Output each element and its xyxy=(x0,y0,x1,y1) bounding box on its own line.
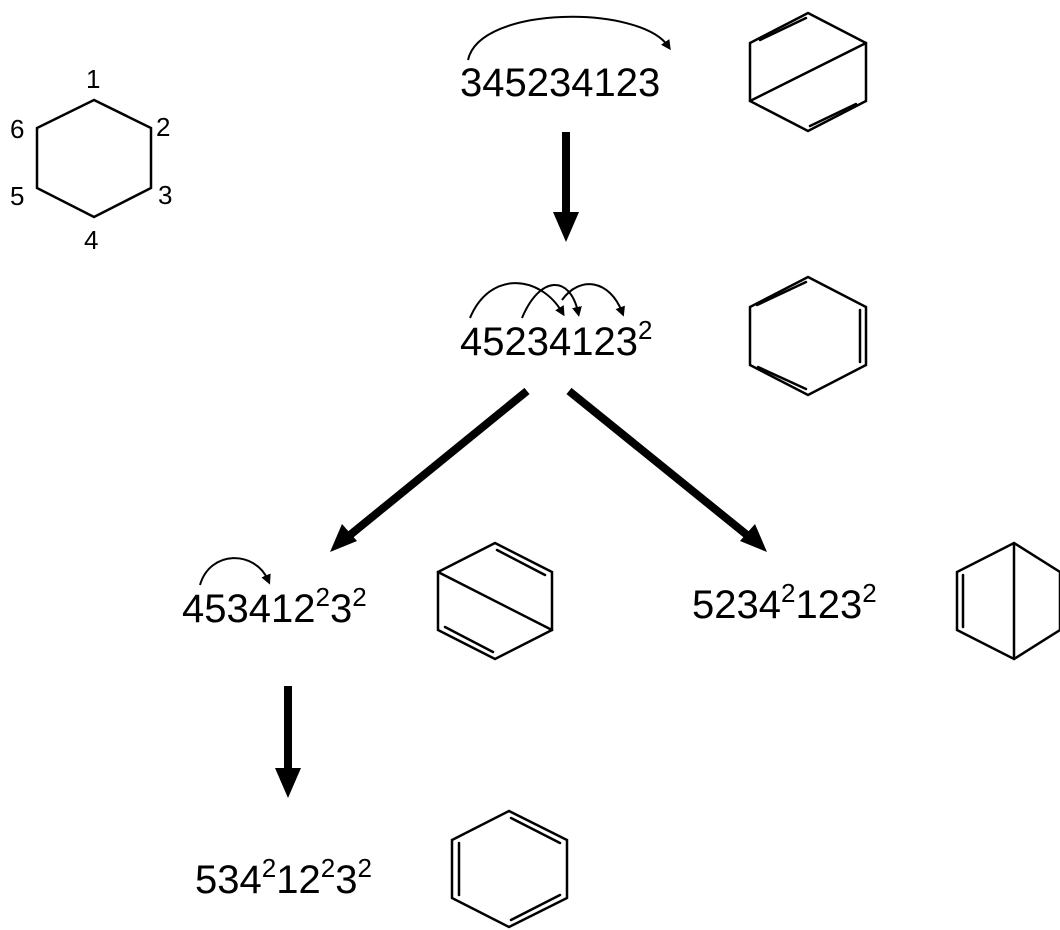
sequence-digits: 123 xyxy=(795,583,862,627)
sequence-digits: 5234 xyxy=(692,583,781,627)
superscript: 2 xyxy=(315,582,329,612)
sequence-label-4: 523421232 xyxy=(692,578,877,627)
shift-arrow xyxy=(561,283,625,317)
shift-arrow xyxy=(521,284,582,319)
sequence-label-2: 452341232 xyxy=(460,315,652,364)
sequence-digits: 534 xyxy=(195,858,262,902)
ring-label-2: 2 xyxy=(156,112,170,142)
ring-label-1: 1 xyxy=(86,64,100,94)
node-2: 452341232 xyxy=(460,275,868,397)
shift-arrow xyxy=(467,15,671,61)
sequence-digits: 345234123 xyxy=(460,61,660,105)
structure-5 xyxy=(450,809,569,929)
arrow-n3-n5 xyxy=(275,686,301,798)
superscript: 2 xyxy=(321,853,335,883)
superscript: 2 xyxy=(638,315,652,345)
sequence-digits: 45341 xyxy=(182,587,293,631)
sequence-label-5: 534212232 xyxy=(195,853,372,902)
ring-label-4: 4 xyxy=(84,225,98,255)
arrow-n1-n2 xyxy=(553,132,579,242)
structure-2 xyxy=(748,275,868,397)
node-1: 345234123 xyxy=(460,11,868,133)
reference-ring xyxy=(35,98,153,219)
ring-label-3: 3 xyxy=(158,180,172,210)
sequence-digits: 2 xyxy=(293,587,315,631)
superscript: 2 xyxy=(262,853,276,883)
arrow-n2-n4 xyxy=(566,387,767,552)
node-3: 453412232 xyxy=(182,541,554,661)
superscript: 2 xyxy=(357,853,371,883)
superscript: 2 xyxy=(862,578,876,608)
node-5: 534212232 xyxy=(195,809,569,929)
superscript: 2 xyxy=(352,582,366,612)
sequence-label-1: 345234123 xyxy=(460,61,660,105)
structure-1 xyxy=(748,11,868,133)
sequence-digits: 3 xyxy=(330,587,352,631)
superscript: 2 xyxy=(781,578,795,608)
numbered-hexagon: 1 2 3 4 5 6 xyxy=(10,64,172,255)
ring-label-5: 5 xyxy=(10,181,24,211)
sequence-label-3: 453412232 xyxy=(182,582,367,631)
sequence-digits: 23 xyxy=(593,320,638,364)
arrow-n2-n3 xyxy=(330,387,530,552)
structure-3 xyxy=(436,541,554,661)
shift-arrow xyxy=(199,557,271,586)
node-4: 523421232 xyxy=(692,541,1060,661)
ring-label-6: 6 xyxy=(10,114,24,144)
sequence-digits: 452341 xyxy=(460,320,593,364)
structure-4 xyxy=(955,541,1060,661)
shift-arrow xyxy=(469,282,565,319)
sequence-digits: 12 xyxy=(276,858,321,902)
sequence-digits: 3 xyxy=(335,858,357,902)
